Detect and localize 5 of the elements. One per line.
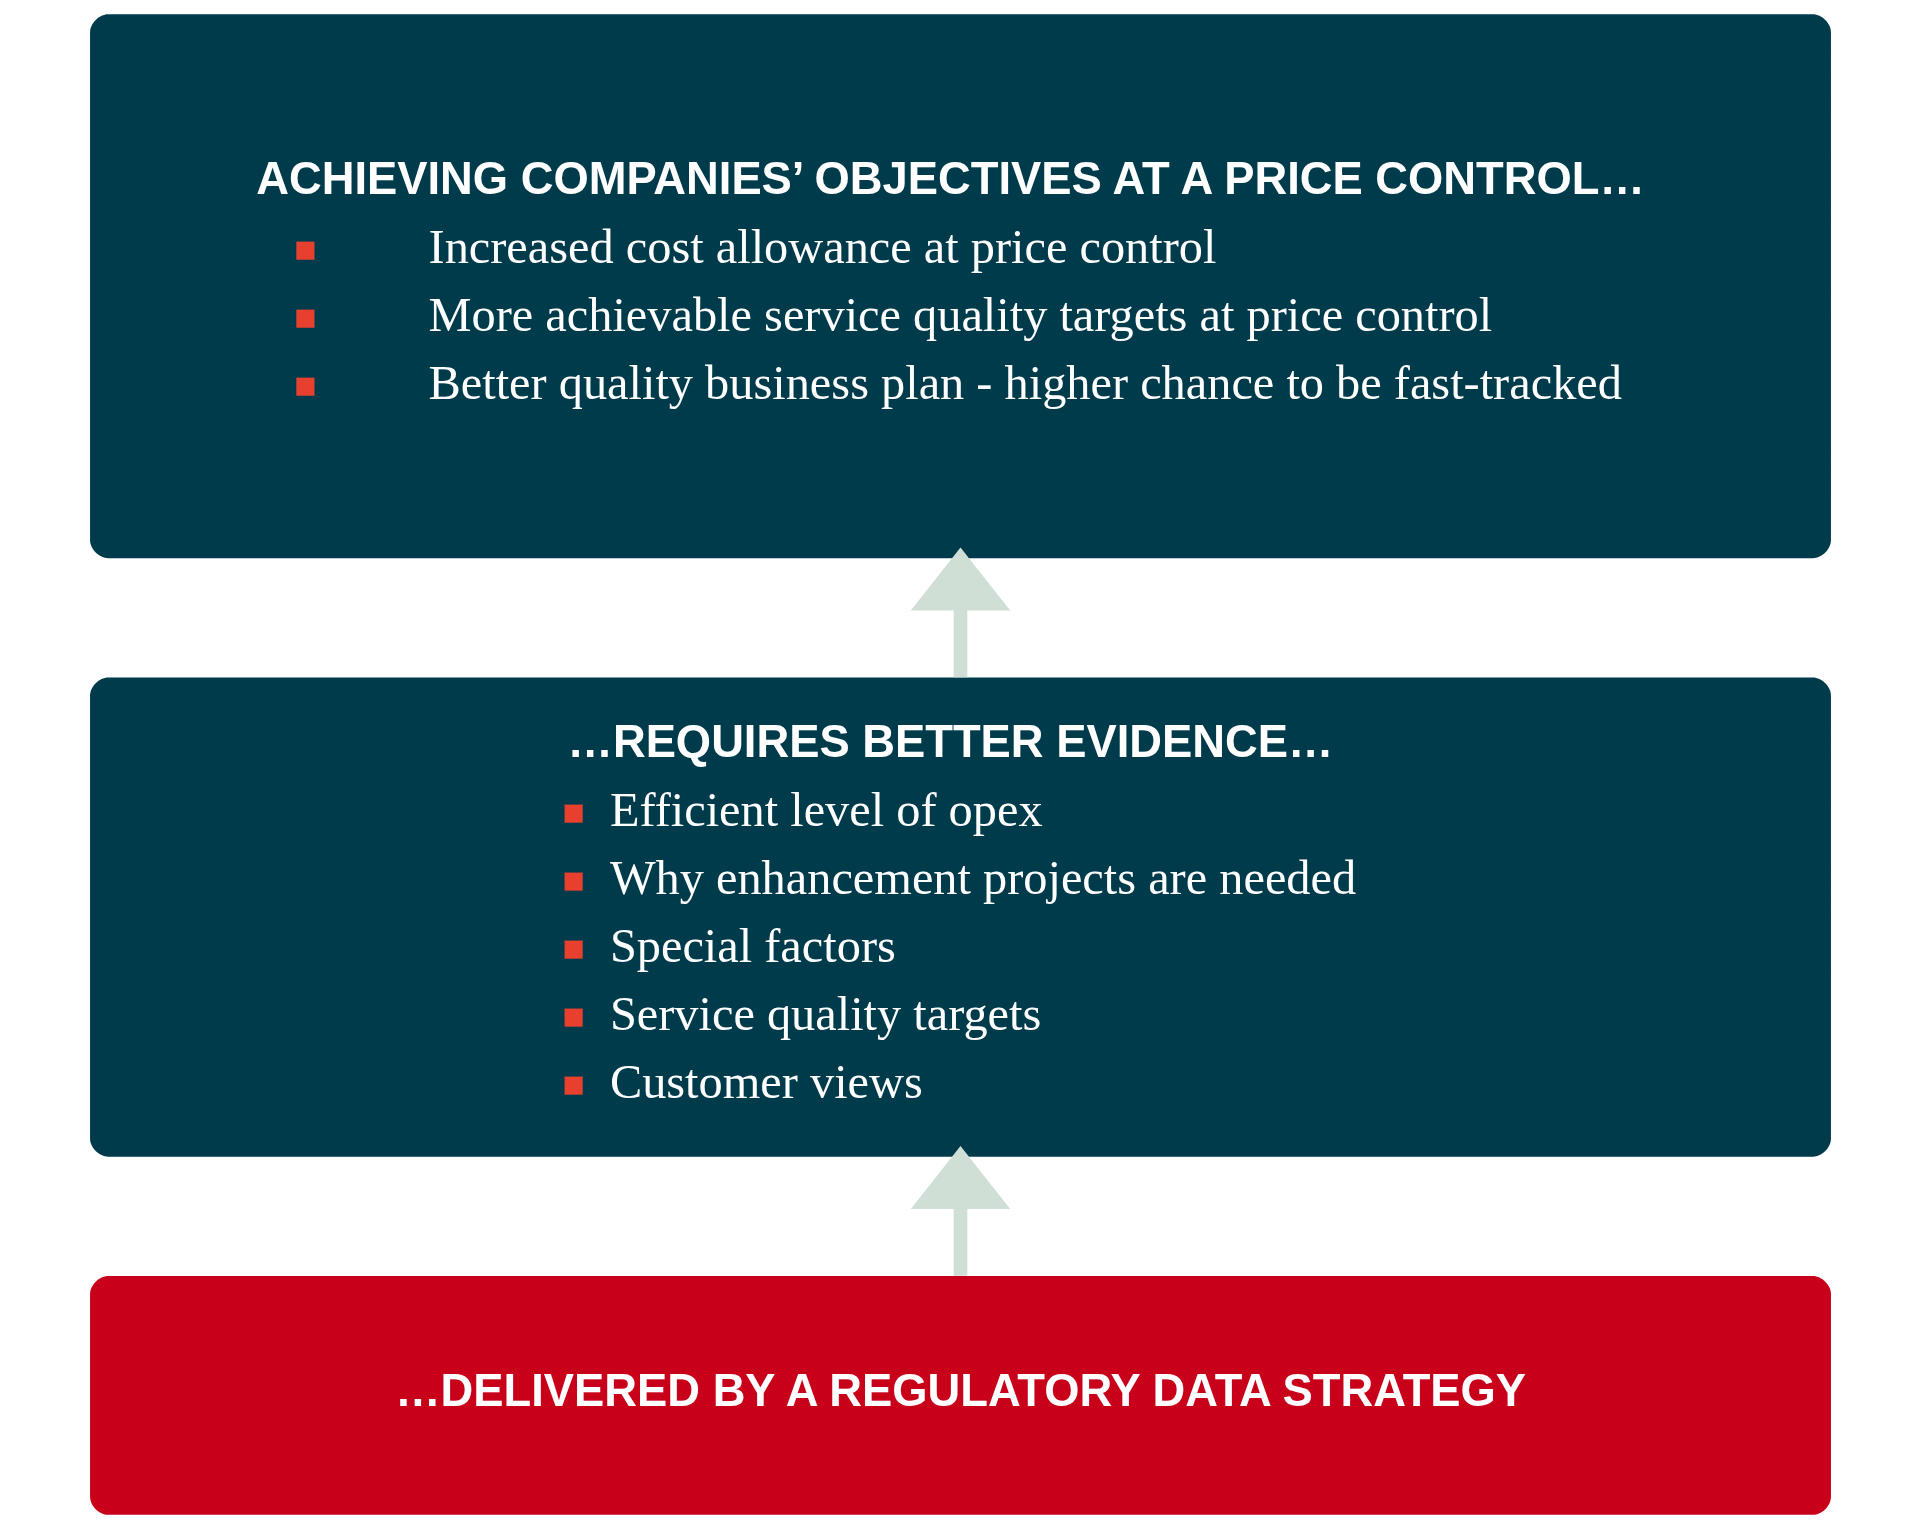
node-box: …DELIVERED BY A REGULATORY DATA STRATEGY: [89, 1276, 1831, 1515]
node-box: ACHIEVING COMPANIES’ OBJECTIVES AT A PRICE CONTROL… Increased cost allowance at price control More achievable service quality targets at price control Better quality business plan - higher chance to be fast-tracked: [89, 14, 1831, 559]
arrow: [910, 1145, 1010, 1276]
arrow: [910, 547, 1010, 678]
node-box: …REQUIRES BETTER EVIDENCE… Efficient level of opex Why enhancement projects are needed Special factors Service quality targets Customer views: [89, 677, 1831, 1157]
